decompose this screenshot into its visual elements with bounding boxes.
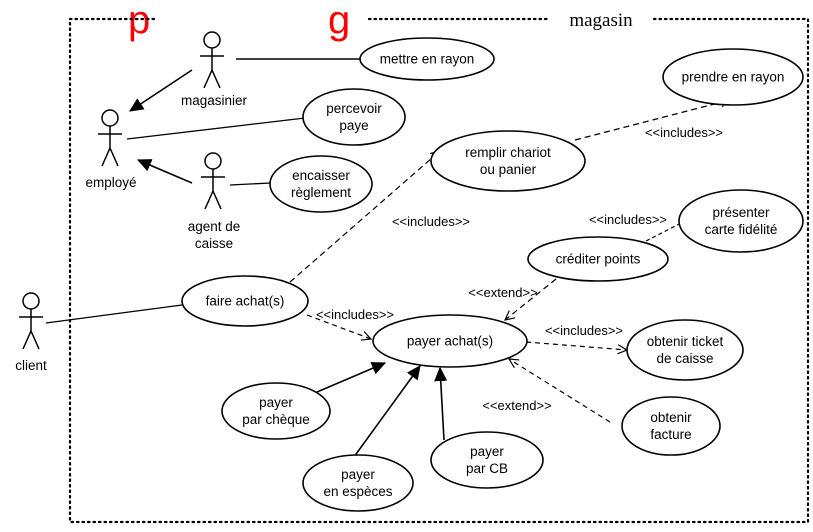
use-case-crediter-points[interactable]: créditer points bbox=[527, 236, 669, 282]
association-client-faire bbox=[45, 304, 183, 324]
system-boundary: magasin bbox=[68, 10, 810, 524]
extend-crediter-payer bbox=[505, 278, 557, 320]
label-extend-facture-payer: <<extend>> bbox=[482, 398, 551, 413]
use-case-payer-achats[interactable]: payer achat(s) bbox=[372, 314, 528, 368]
svg-text:mettre en rayon: mettre en rayon bbox=[380, 52, 475, 67]
generalization-especes-payer bbox=[350, 366, 420, 462]
include-payer-ticket bbox=[525, 341, 627, 350]
actor-label-employe: employé bbox=[85, 175, 136, 190]
label-include-remplir-prendre: <<includes>> bbox=[645, 125, 723, 140]
include-crediter-presenter bbox=[645, 219, 689, 242]
title-text-p: p bbox=[128, 0, 150, 42]
include-faire-payer bbox=[306, 314, 371, 339]
generalization-agent-employe bbox=[138, 160, 193, 184]
label-extend-crediter-payer: <<extend>> bbox=[468, 285, 537, 300]
title-text-g: g bbox=[328, 0, 350, 42]
svg-text:prendre en rayon: prendre en rayon bbox=[682, 70, 785, 85]
actor-label-client: client bbox=[15, 358, 47, 373]
boundary-label: magasin bbox=[569, 10, 633, 31]
association-employe-percevoir bbox=[126, 117, 306, 140]
label-include-faire-payer: <<includes>> bbox=[316, 307, 394, 322]
actor-magasinier[interactable] bbox=[200, 31, 224, 89]
svg-text:faire achat(s): faire achat(s) bbox=[206, 294, 285, 309]
use-case-prendre-en-rayon[interactable]: prendre en rayon bbox=[662, 48, 804, 106]
svg-text:créditer points: créditer points bbox=[556, 252, 641, 267]
label-include-crediter-presenter: <<includes>> bbox=[589, 212, 667, 227]
label-include-payer-ticket: <<includes>> bbox=[545, 323, 623, 338]
actor-label-magasinier: magasinier bbox=[181, 93, 248, 108]
use-case-mettre-en-rayon[interactable]: mettre en rayon bbox=[359, 37, 495, 81]
actor-employe[interactable] bbox=[98, 109, 122, 167]
extend-facture-payer bbox=[509, 359, 611, 423]
include-faire-remplir bbox=[289, 151, 440, 283]
svg-text:payer achat(s): payer achat(s) bbox=[407, 334, 493, 349]
association-agent-encaisser bbox=[229, 182, 272, 186]
use-case-faire-achats[interactable]: faire achat(s) bbox=[181, 275, 309, 327]
include-remplir-prendre bbox=[574, 100, 730, 141]
actor-client[interactable] bbox=[19, 292, 43, 350]
actor-agent-de-caisse[interactable] bbox=[201, 152, 225, 210]
generalization-cb-payer bbox=[440, 368, 444, 441]
generalization-magasinier-employe bbox=[130, 69, 193, 112]
label-include-faire-remplir: <<includes>> bbox=[392, 214, 470, 229]
